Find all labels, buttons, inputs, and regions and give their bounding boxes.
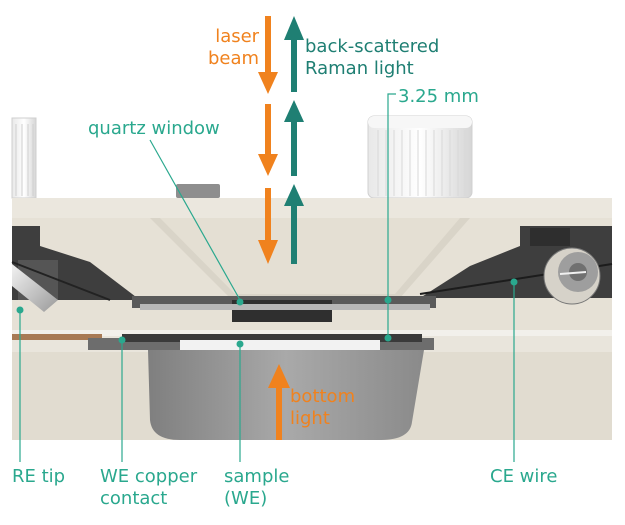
sample-label: sample (WE) bbox=[224, 466, 289, 510]
bottom-light-line1: bottom bbox=[290, 386, 356, 407]
sample-line1: sample bbox=[224, 466, 290, 487]
quartz-window-label: quartz window bbox=[88, 118, 220, 139]
bottom-plate bbox=[12, 330, 612, 440]
we-copper-line2: contact bbox=[100, 488, 168, 509]
ce-wire-label: CE wire bbox=[490, 466, 558, 487]
bottom-light-line2: light bbox=[290, 408, 330, 429]
right-channel bbox=[419, 226, 613, 305]
left-channel bbox=[11, 226, 140, 312]
we-copper-line1: WE copper bbox=[100, 466, 198, 487]
raman-arrow-icon bbox=[284, 16, 304, 264]
laser-beam-label: laser beam bbox=[208, 26, 259, 70]
bottom-light-label: bottom light bbox=[290, 386, 355, 430]
window-assembly bbox=[132, 296, 436, 322]
gap-label: 3.25 mm bbox=[398, 86, 479, 107]
laser-beam-line2: beam bbox=[208, 48, 260, 69]
backscattered-line2: Raman light bbox=[305, 58, 414, 79]
left-knob bbox=[11, 117, 37, 199]
bottom-light-arrow-icon bbox=[268, 364, 290, 440]
re-tip-label: RE tip bbox=[12, 466, 66, 487]
laser-beam-line1: laser bbox=[215, 26, 260, 47]
backscattered-line1: back-scattered bbox=[305, 36, 440, 57]
callout-lines bbox=[16, 93, 518, 462]
right-knob bbox=[367, 115, 473, 199]
grey-post bbox=[176, 184, 220, 198]
we-copper-label: WE copper contact bbox=[100, 466, 197, 510]
laser-arrow-icon bbox=[258, 16, 278, 264]
sample-line2: (WE) bbox=[224, 488, 268, 509]
backscattered-label: back-scattered Raman light bbox=[305, 36, 439, 80]
